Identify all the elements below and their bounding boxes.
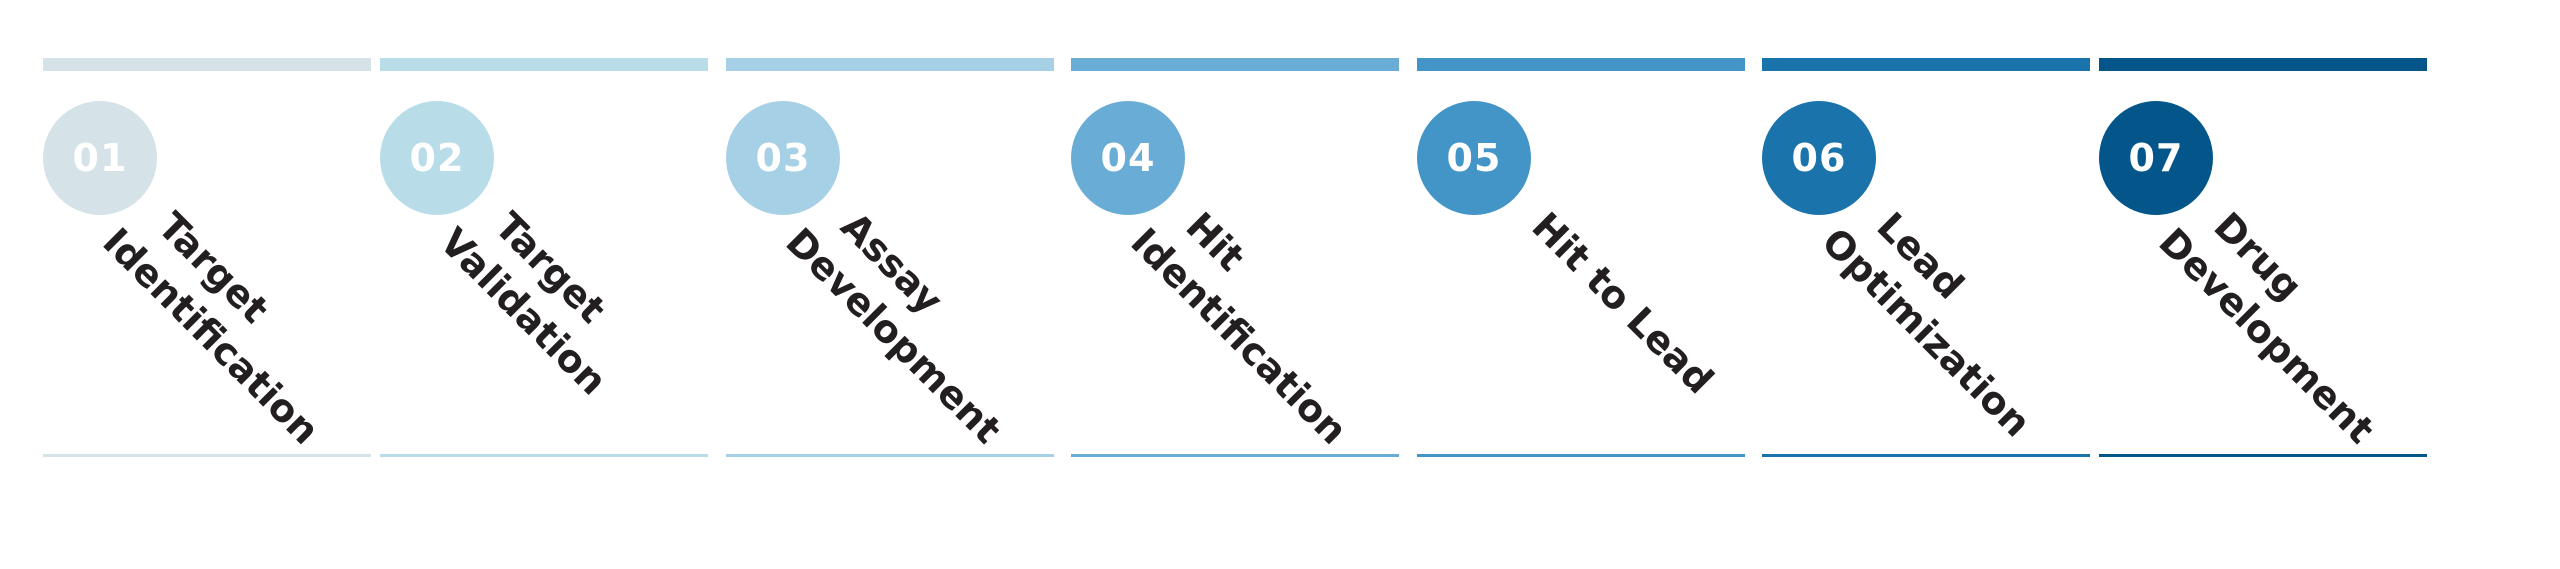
step-number-circle: 02 bbox=[380, 101, 494, 215]
step-label: Target Validation bbox=[429, 182, 653, 406]
step-bottom-line bbox=[726, 454, 1054, 457]
step-top-bar bbox=[726, 58, 1054, 71]
step-07: 07 Drug Development bbox=[2099, 0, 2427, 569]
step-04: 04 Hit Identification bbox=[1071, 0, 1399, 569]
step-06: 06 Lead Optimization bbox=[1762, 0, 2090, 569]
step-number-circle: 07 bbox=[2099, 101, 2213, 215]
step-bottom-line bbox=[43, 454, 371, 457]
step-01: 01 Target Identification bbox=[43, 0, 371, 569]
step-bottom-line bbox=[1762, 454, 2090, 457]
step-bottom-line bbox=[1071, 454, 1399, 457]
step-number-circle: 06 bbox=[1762, 101, 1876, 215]
step-number: 04 bbox=[1100, 136, 1156, 180]
step-number: 05 bbox=[1446, 136, 1502, 180]
step-label: Assay Development bbox=[775, 182, 1047, 454]
step-bottom-line bbox=[2099, 454, 2427, 457]
step-top-bar bbox=[1762, 58, 2090, 71]
step-bottom-line bbox=[1417, 454, 1745, 457]
step-number-circle: 05 bbox=[1417, 101, 1531, 215]
step-number: 02 bbox=[409, 136, 465, 180]
step-number-circle: 01 bbox=[43, 101, 157, 215]
step-label: Hit Identification bbox=[1120, 182, 1393, 455]
step-top-bar bbox=[1071, 58, 1399, 71]
step-number: 07 bbox=[2128, 136, 2184, 180]
step-top-bar bbox=[1417, 58, 1745, 71]
step-label: Drug Development bbox=[2148, 182, 2420, 454]
step-label: Lead Optimization bbox=[1811, 182, 2076, 447]
step-label: Hit to Lead bbox=[1502, 182, 1724, 404]
step-03: 03 Assay Development bbox=[726, 0, 1054, 569]
step-top-bar bbox=[43, 58, 371, 71]
step-top-bar bbox=[2099, 58, 2427, 71]
step-05: 05 Hit to Lead bbox=[1417, 0, 1745, 569]
step-number-circle: 03 bbox=[726, 101, 840, 215]
step-02: 02 Target Validation bbox=[380, 0, 708, 569]
step-number-circle: 04 bbox=[1071, 101, 1185, 215]
step-bottom-line bbox=[380, 454, 708, 457]
step-label-line1: Hit to Lead bbox=[1523, 203, 1722, 403]
step-label: Target Identification bbox=[92, 182, 365, 455]
step-number: 03 bbox=[755, 136, 811, 180]
step-number: 06 bbox=[1791, 136, 1847, 180]
step-number: 01 bbox=[72, 136, 128, 180]
step-top-bar bbox=[380, 58, 708, 71]
